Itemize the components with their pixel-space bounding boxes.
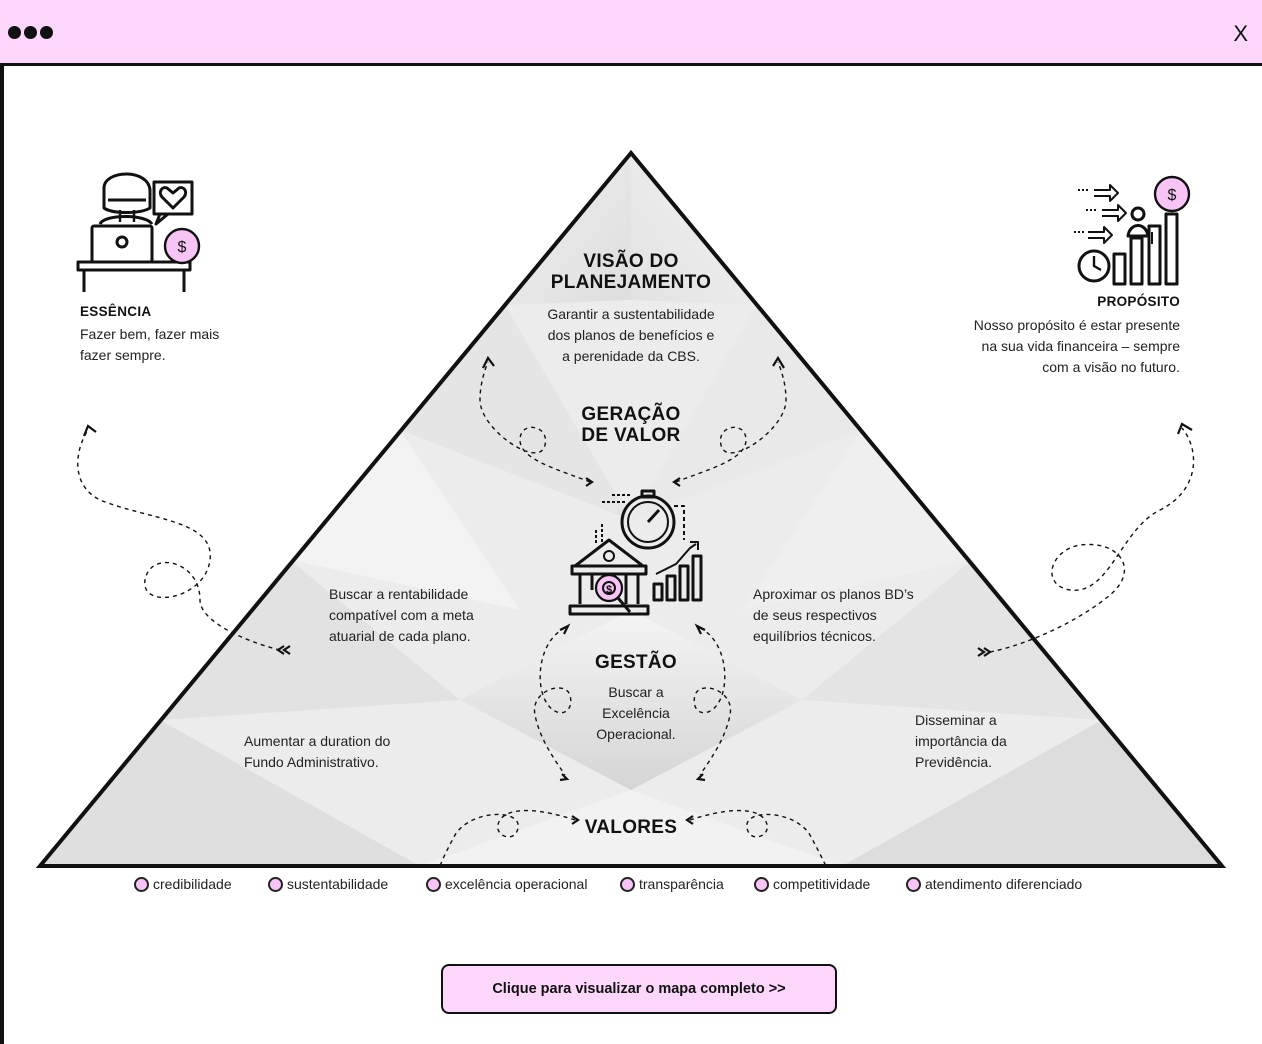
circle-bullet-icon <box>426 876 441 892</box>
circle-bullet-icon <box>906 876 921 892</box>
duration-text: Aumentar a duration do Fundo Administrat… <box>244 733 391 770</box>
value-item: atendimento diferenciado <box>906 876 1082 892</box>
purpose-text: Nosso propósito é estar presente na sua … <box>973 317 1180 375</box>
profitability-text: Buscar a rentabilidade compatível com a … <box>329 586 474 644</box>
management-text: Buscar a Excelência Operacional. <box>596 684 676 742</box>
value-item: competitividade <box>754 876 870 892</box>
value-item: sustentabilidade <box>268 876 388 892</box>
svg-text:$: $ <box>178 239 187 256</box>
growth-chart-person-dollar-icon <box>1074 175 1191 286</box>
circle-bullet-icon <box>754 876 769 892</box>
close-button[interactable]: X <box>1233 21 1248 46</box>
svg-text:$: $ <box>606 584 612 596</box>
arrowheads <box>82 355 1193 825</box>
circle-bullet-icon <box>268 876 283 892</box>
value-item: transparência <box>620 876 724 892</box>
values-title: VALORES <box>584 817 678 838</box>
essence-title: ESSÊNCIA <box>80 304 152 319</box>
vision-text: Garantir a sustentabilidade dos planos d… <box>547 306 715 364</box>
vision-title: VISÃO DO PLANEJAMENTO <box>550 251 712 293</box>
value-item: credibilidade <box>134 876 232 892</box>
pension-awareness-text: Disseminar a importância da Previdência. <box>915 712 1007 770</box>
value-item: excelência operacional <box>426 876 587 892</box>
svg-text:$: $ <box>1168 187 1177 204</box>
actuarial-balance-text: Aproximar os planos BD’s de seus respect… <box>753 586 914 644</box>
circle-bullet-icon <box>134 876 149 892</box>
purpose-title: PROPÓSITO <box>1097 294 1180 309</box>
connector-arrows <box>77 361 1195 867</box>
person-at-laptop-heart-dollar-icon <box>76 172 201 292</box>
bank-stopwatch-chart-icon <box>568 489 703 616</box>
title-bar: X <box>0 0 1262 66</box>
management-title: GESTÃO <box>594 652 678 673</box>
circle-bullet-icon <box>620 876 635 892</box>
view-full-map-button[interactable]: Clique para visualizar o mapa completo >… <box>441 964 837 1014</box>
value-creation-title: GERAÇÃO DE VALOR <box>581 404 681 446</box>
window-dots-icon <box>8 26 68 42</box>
values-list: credibilidade sustentabilidade excelênci… <box>134 876 1134 898</box>
essence-text: Fazer bem, fazer mais fazer sempre. <box>80 326 220 363</box>
